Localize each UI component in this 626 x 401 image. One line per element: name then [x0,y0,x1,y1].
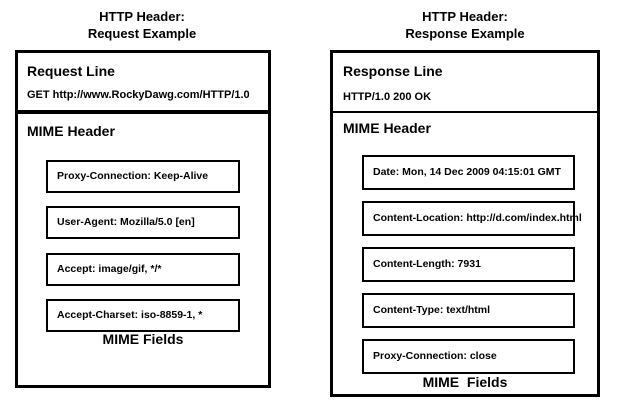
response-panel: Response Line HTTP/1.0 200 OK MIME Heade… [330,50,600,397]
request-panel-title: HTTP Header: Request Example [87,9,197,41]
mime-field-text: Accept-Charset: iso-8859-1, * [57,309,203,321]
mime-field-box: Proxy-Connection: close [362,339,575,374]
mime-field-box: Accept: image/gif, */* [46,253,240,286]
mime-field-text: Accept: image/gif, */* [57,263,162,275]
request-section-divider [18,110,268,114]
mime-field-box: Accept-Charset: iso-8859-1, * [46,299,240,332]
mime-field-box: User-Agent: Mozilla/5.0 [en] [46,206,240,239]
mime-field-text: Proxy-Connection: Keep-Alive [57,170,209,182]
response-line-value: HTTP/1.0 200 OK [343,91,432,103]
mime-field-box: Content-Location: http://d.com/index.htm… [362,201,582,236]
mime-field-box: Date: Mon, 14 Dec 2009 04:15:01 GMT [362,155,575,190]
mime-field-text: Proxy-Connection: close [373,350,497,362]
mime-field-text: Content-Location: http://d.com/index.htm… [373,212,582,224]
mime-field-text: Date: Mon, 14 Dec 2009 04:15:01 GMT [373,166,561,178]
mime-field-box: Content-Length: 7931 [362,247,575,282]
mime-field-box: Content-Type: text/html [362,293,575,328]
request-line-heading: Request Line [27,63,115,79]
request-mime-fields-caption: MIME Fields [102,331,184,347]
mime-field-text: Content-Type: text/html [373,304,491,316]
request-line-value: GET http://www.RockyDawg.com/HTTP/1.0 [27,89,250,101]
mime-field-text: Content-Length: 7931 [373,258,481,270]
response-mime-fields-caption: MIME Fields [422,374,508,390]
request-mime-header-heading: MIME Header [27,123,115,139]
request-panel: Request Line GET http://www.RockyDawg.co… [15,50,271,388]
response-section-divider [333,111,597,113]
response-mime-header-heading: MIME Header [343,120,431,136]
response-panel-title: HTTP Header: Response Example [405,9,525,41]
mime-field-box: Proxy-Connection: Keep-Alive [46,160,240,193]
mime-field-text: User-Agent: Mozilla/5.0 [en] [57,216,195,228]
response-line-heading: Response Line [343,63,443,79]
